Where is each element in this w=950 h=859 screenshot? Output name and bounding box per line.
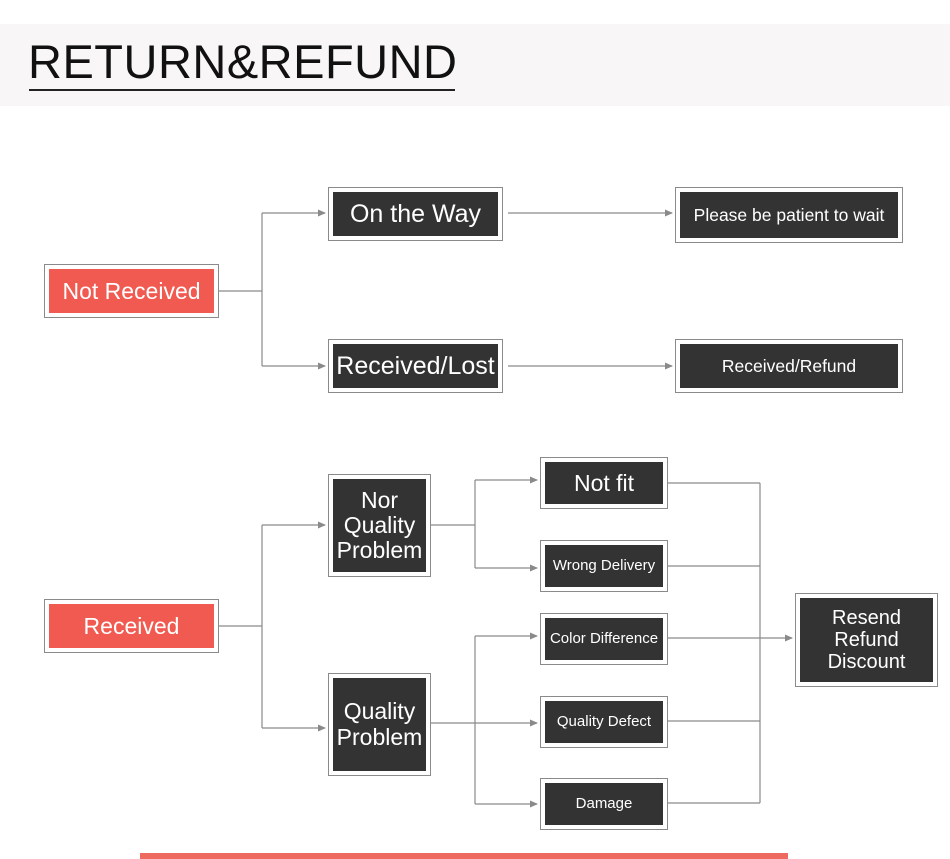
- node-nor-quality-problem-label: Nor Quality Problem: [333, 479, 426, 572]
- node-not-received-label: Not Received: [49, 269, 214, 313]
- node-quality-problem: Quality Problem: [328, 673, 431, 776]
- node-damage-label: Damage: [545, 783, 663, 825]
- node-on-the-way-label: On the Way: [333, 192, 498, 236]
- node-on-the-way: On the Way: [328, 187, 503, 241]
- node-quality-defect: Quality Defect: [540, 696, 668, 748]
- node-color-difference: Color Difference: [540, 613, 668, 665]
- node-wrong-delivery: Wrong Delivery: [540, 540, 668, 592]
- node-received-lost-label: Received/Lost: [333, 344, 498, 388]
- node-received-label: Received: [49, 604, 214, 648]
- node-quality-problem-label: Quality Problem: [333, 678, 426, 771]
- node-received-lost: Received/Lost: [328, 339, 503, 393]
- node-received: Received: [44, 599, 219, 653]
- node-nor-quality-problem: Nor Quality Problem: [328, 474, 431, 577]
- node-received-refund: Received/Refund: [675, 339, 903, 393]
- node-wrong-delivery-label: Wrong Delivery: [545, 545, 663, 587]
- title-underline: [29, 89, 455, 91]
- node-damage: Damage: [540, 778, 668, 830]
- node-not-fit: Not fit: [540, 457, 668, 509]
- node-outcome-label: Resend Refund Discount: [800, 598, 933, 682]
- node-outcome: Resend Refund Discount: [795, 593, 938, 687]
- node-received-refund-label: Received/Refund: [680, 344, 898, 388]
- node-not-fit-label: Not fit: [545, 462, 663, 504]
- node-quality-defect-label: Quality Defect: [545, 701, 663, 743]
- header-band: [0, 24, 950, 106]
- page-title: RETURN&REFUND: [28, 35, 458, 88]
- node-patient-wait-label: Please be patient to wait: [680, 192, 898, 238]
- node-patient-wait: Please be patient to wait: [675, 187, 903, 243]
- node-not-received: Not Received: [44, 264, 219, 318]
- node-color-difference-label: Color Difference: [545, 618, 663, 660]
- bottom-accent-bar: [140, 853, 788, 859]
